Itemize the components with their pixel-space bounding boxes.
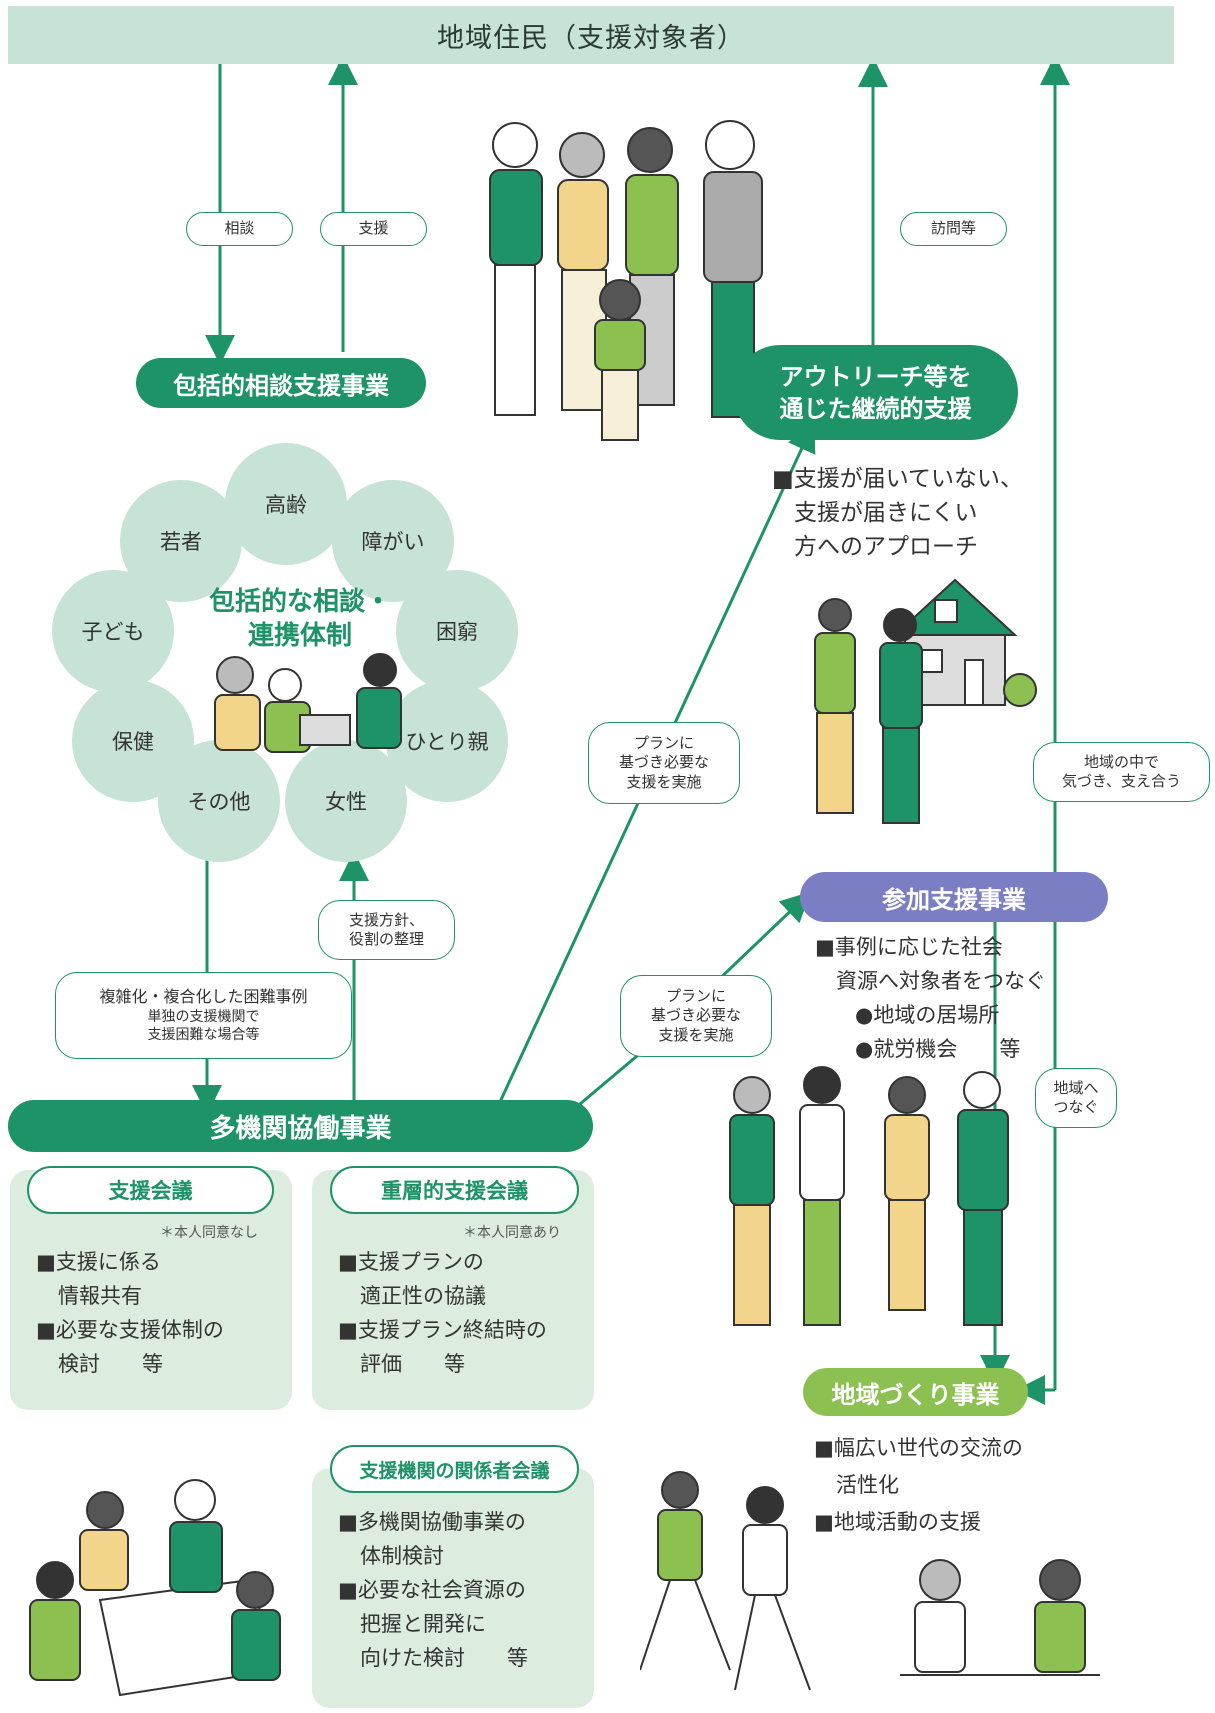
label-chiiki-naka-l2: 気づき、支え合う: [1062, 772, 1181, 790]
program-outreach-line1: アウトリーチ等を: [779, 362, 972, 391]
label-houmon: 訪問等: [900, 212, 1007, 246]
program-outreach: アウトリーチ等を 通じた継続的支援: [733, 345, 1018, 440]
network-title: 包括的な相談・ 連携体制: [195, 585, 405, 653]
circle-konkyuu: 困窮: [396, 570, 518, 692]
outreach-illustration: [814, 578, 1037, 824]
label-fukuzatsu: 複雑化・複合化した困難事例 単独の支援機関で 支援困難な場合等: [55, 972, 352, 1059]
program-takikan: 多機関協働事業: [8, 1100, 593, 1152]
header-banner: 地域住民（支援対象者）: [8, 6, 1174, 64]
label-houshin-l2: 役割の整理: [348, 930, 424, 948]
kankeisha-line3: ■必要な社会資源の: [338, 1578, 526, 1602]
juusou-line2: 適正性の協議: [360, 1284, 486, 1308]
label-soudan: 相談: [186, 212, 293, 246]
network-title-line1: 包括的な相談・: [208, 587, 391, 617]
shien-kaigi-line2: 情報共有: [58, 1284, 142, 1308]
program-outreach-line2: 通じた継続的支援: [779, 394, 972, 423]
shien-kaigi-line1: ■支援に係る: [36, 1250, 161, 1274]
chiiki-desc-line3: ■地域活動の支援: [814, 1510, 981, 1534]
meeting-illustration: [29, 1479, 282, 1697]
label-shien: 支援: [320, 212, 427, 246]
outreach-desc-line2: 支援が届きにくい: [794, 500, 978, 526]
panel-kankeisha: [312, 1468, 594, 1708]
program-chiikidukuri: 地域づくり事業: [803, 1368, 1028, 1416]
community-illustration: [640, 1471, 1100, 1691]
label-chiiki-naka-l1: 地域の中で: [1083, 752, 1159, 771]
label-chiiki-tsunagu-l2: つなぐ: [1053, 1098, 1099, 1116]
sanka-desc-item1: ●地域の居場所: [855, 1003, 1000, 1027]
kankeisha-line2: 体制検討: [360, 1544, 444, 1568]
circle-wakamono: 若者: [120, 480, 242, 602]
shien-kaigi-line4: 検討 等: [58, 1352, 163, 1376]
label-plan-sanka: プランに 基づき必要な 支援を実施: [620, 975, 772, 1057]
label-soudan-text: 相談: [224, 219, 255, 238]
kankeisha-line5: 向けた検討 等: [360, 1646, 528, 1670]
outreach-description: ■支援が届いていない、 支援が届きにくい 方へのアプローチ: [772, 462, 1023, 564]
chiiki-desc-line1: ■幅広い世代の交流の: [814, 1436, 1023, 1460]
circle-josei: 女性: [285, 740, 407, 862]
label-plan-outreach-l1: プランに: [633, 733, 694, 752]
outreach-desc-line1: ■支援が届いていない、: [772, 466, 1024, 492]
panel-shien-kaigi-note: ＊本人同意なし: [160, 1225, 258, 1241]
label-plan-outreach-l2: 基づき必要な: [618, 753, 709, 772]
circle-hitorioya: ひとり親: [386, 680, 508, 802]
juusou-line3: ■支援プラン終結時の: [338, 1318, 547, 1342]
sanka-desc-line2: 資源へ対象者をつなぐ: [836, 969, 1046, 993]
label-houshin-l1: 支援方針、: [348, 910, 424, 929]
panel-juusou-note: ＊本人同意あり: [463, 1225, 561, 1241]
sanka-illustration: [729, 1066, 1009, 1326]
label-fukuzatsu-sub2: 支援困難な場合等: [147, 1026, 260, 1043]
circle-hoken: 保健: [72, 680, 194, 802]
panel-shien-kaigi-title: 支援会議: [27, 1166, 274, 1214]
label-plan-outreach: プランに 基づき必要な 支援を実施: [588, 722, 740, 804]
kankeisha-line1: ■多機関協働事業の: [338, 1510, 526, 1534]
label-fukuzatsu-sub1: 単独の支援機関で: [147, 1008, 260, 1025]
program-houkatsu: 包括的相談支援事業: [136, 358, 426, 408]
sanka-desc-line1: ■事例に応じた社会: [815, 935, 1003, 959]
label-houshin: 支援方針、 役割の整理: [318, 900, 455, 960]
chiiki-description: ■幅広い世代の交流の 活性化 ■地域活動の支援: [814, 1430, 1023, 1541]
panel-kankeisha-title: 支援機関の関係者会議: [330, 1445, 579, 1493]
juusou-line1: ■支援プランの: [338, 1250, 484, 1274]
consultation-illustration: [214, 653, 402, 753]
network-title-line2: 連携体制: [247, 621, 352, 651]
panel-juusou-title: 重層的支援会議: [330, 1166, 579, 1214]
kankeisha-line4: 把握と開発に: [360, 1612, 486, 1636]
label-chiiki-naka: 地域の中で 気づき、支え合う: [1033, 742, 1210, 802]
label-chiiki-tsunagu: 地域へ つなぐ: [1035, 1068, 1117, 1128]
circle-koureisha: 高齢: [225, 443, 347, 565]
label-plan-sanka-l2: 基づき必要な: [650, 1006, 741, 1025]
label-houmon-text: 訪問等: [930, 219, 976, 238]
label-plan-sanka-l1: プランに: [665, 986, 726, 1005]
label-plan-sanka-l3: 支援を実施: [658, 1025, 734, 1044]
juusou-line4: 評価 等: [360, 1352, 465, 1376]
sanka-description: ■事例に応じた社会 資源へ対象者をつなぐ ●地域の居場所 ●就労機会 等: [815, 930, 1046, 1066]
sanka-desc-item2: ●就労機会 等: [855, 1037, 1021, 1061]
label-chiiki-tsunagu-l1: 地域へ: [1053, 1078, 1099, 1097]
outreach-desc-line3: 方へのアプローチ: [794, 534, 978, 560]
panel-shien-kaigi-body: ■支援に係る 情報共有 ■必要な支援体制の 検討 等: [36, 1245, 224, 1381]
program-sanka: 参加支援事業: [800, 872, 1108, 922]
panel-kankeisha-body: ■多機関協働事業の 体制検討 ■必要な社会資源の 把握と開発に 向けた検討 等: [338, 1505, 528, 1675]
shien-kaigi-line3: ■必要な支援体制の: [36, 1318, 224, 1342]
label-shien-text: 支援: [358, 219, 389, 238]
panel-juusou-body: ■支援プランの 適正性の協議 ■支援プラン終結時の 評価 等: [338, 1245, 547, 1381]
chiiki-desc-line2: 活性化: [836, 1473, 899, 1497]
residents-illustration: [489, 120, 763, 441]
label-plan-outreach-l3: 支援を実施: [626, 772, 702, 791]
label-fukuzatsu-main: 複雑化・複合化した困難事例: [99, 986, 308, 1006]
